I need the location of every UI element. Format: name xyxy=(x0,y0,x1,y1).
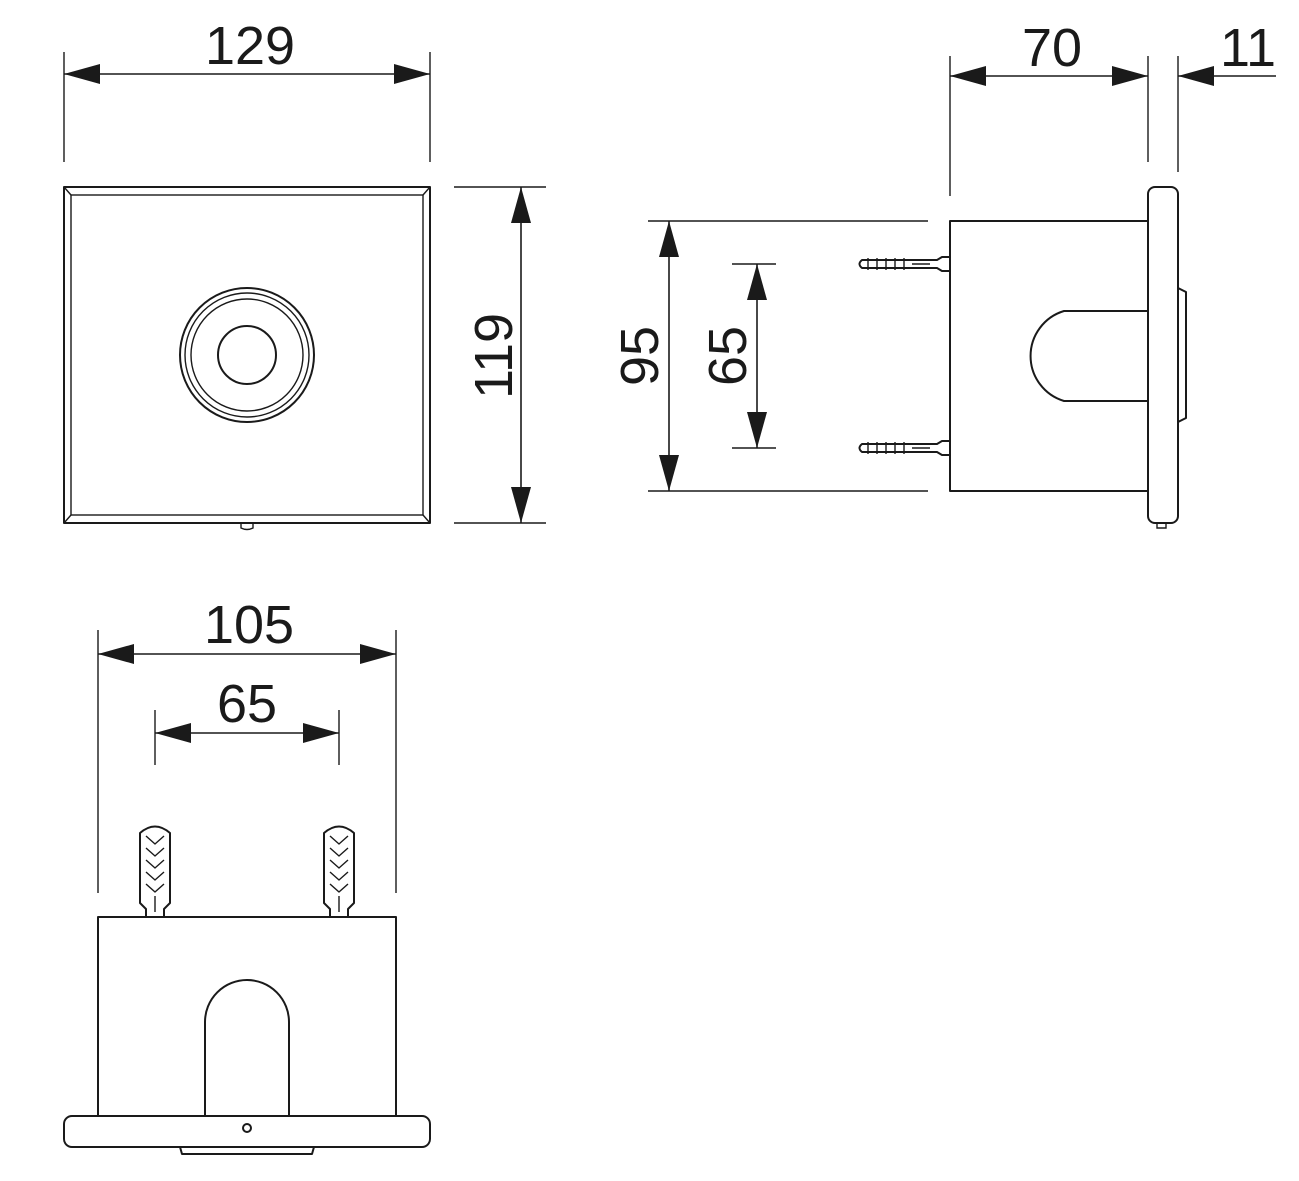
arrow-head xyxy=(1178,66,1214,86)
dim-bottom-width: 105 xyxy=(204,595,294,655)
front-plate-bevel xyxy=(70,194,424,516)
front-bottom-screw xyxy=(240,523,254,531)
plug-shape xyxy=(858,256,951,272)
side-button-profile xyxy=(1177,287,1187,423)
bottom-cover-plate xyxy=(63,1115,431,1148)
arrow-head xyxy=(1112,66,1148,86)
side-body-outline xyxy=(949,220,1149,492)
arrow-head xyxy=(950,66,986,86)
side-cable-opening xyxy=(1029,310,1149,402)
arrow-head xyxy=(64,64,100,84)
arrow-head xyxy=(360,644,396,664)
plug-shape xyxy=(323,825,355,918)
arrow-head xyxy=(747,412,767,448)
arrow-head xyxy=(303,723,339,743)
arrow-head xyxy=(747,264,767,300)
button-middle-ring xyxy=(184,292,310,418)
arrow-head xyxy=(659,455,679,491)
dim-front-height: 119 xyxy=(464,313,524,399)
wall-plug-left xyxy=(139,825,171,918)
bevel-corner-br xyxy=(422,514,431,524)
plug-shape xyxy=(139,825,171,918)
bottom-view: 105 65 xyxy=(63,595,431,1155)
wall-plug-lower xyxy=(858,440,951,456)
side-view: 70 11 95 65 xyxy=(610,18,1276,529)
button-outer-ring xyxy=(179,287,315,423)
bevel-corner-bl xyxy=(63,514,72,524)
dim-side-hole-spacing: 65 xyxy=(698,326,758,386)
bevel-corner-tr xyxy=(422,186,431,196)
bottom-body-outline xyxy=(97,916,397,1117)
bottom-cable-opening xyxy=(204,979,290,1117)
bevel-corner-tl xyxy=(63,186,72,196)
dim-bottom-hole-spacing: 65 xyxy=(217,674,277,734)
side-bottom-screw xyxy=(1156,523,1167,529)
arrow-head xyxy=(155,723,191,743)
arrow-head xyxy=(511,487,531,523)
plug-shape xyxy=(858,440,951,456)
bottom-button-profile xyxy=(179,1146,315,1155)
plug-ribs xyxy=(145,835,165,893)
dim-front-width: 129 xyxy=(205,16,295,76)
plug-ribs xyxy=(329,835,349,893)
bottom-screw-hole xyxy=(242,1123,252,1133)
side-cover-plate xyxy=(1147,186,1179,524)
front-view: 129 119 xyxy=(63,16,546,531)
arrow-head xyxy=(394,64,430,84)
front-plate-outline xyxy=(63,186,431,524)
button-center xyxy=(217,325,277,385)
button-inner-ring xyxy=(190,298,304,412)
dim-side-height: 95 xyxy=(610,326,670,386)
dim-side-depth: 70 xyxy=(1022,18,1082,78)
arrow-head xyxy=(98,644,134,664)
wall-plug-upper xyxy=(858,256,951,272)
arrow-head xyxy=(659,221,679,257)
wall-plug-right xyxy=(323,825,355,918)
arrow-head xyxy=(511,187,531,223)
dim-side-plate: 11 xyxy=(1220,18,1276,78)
